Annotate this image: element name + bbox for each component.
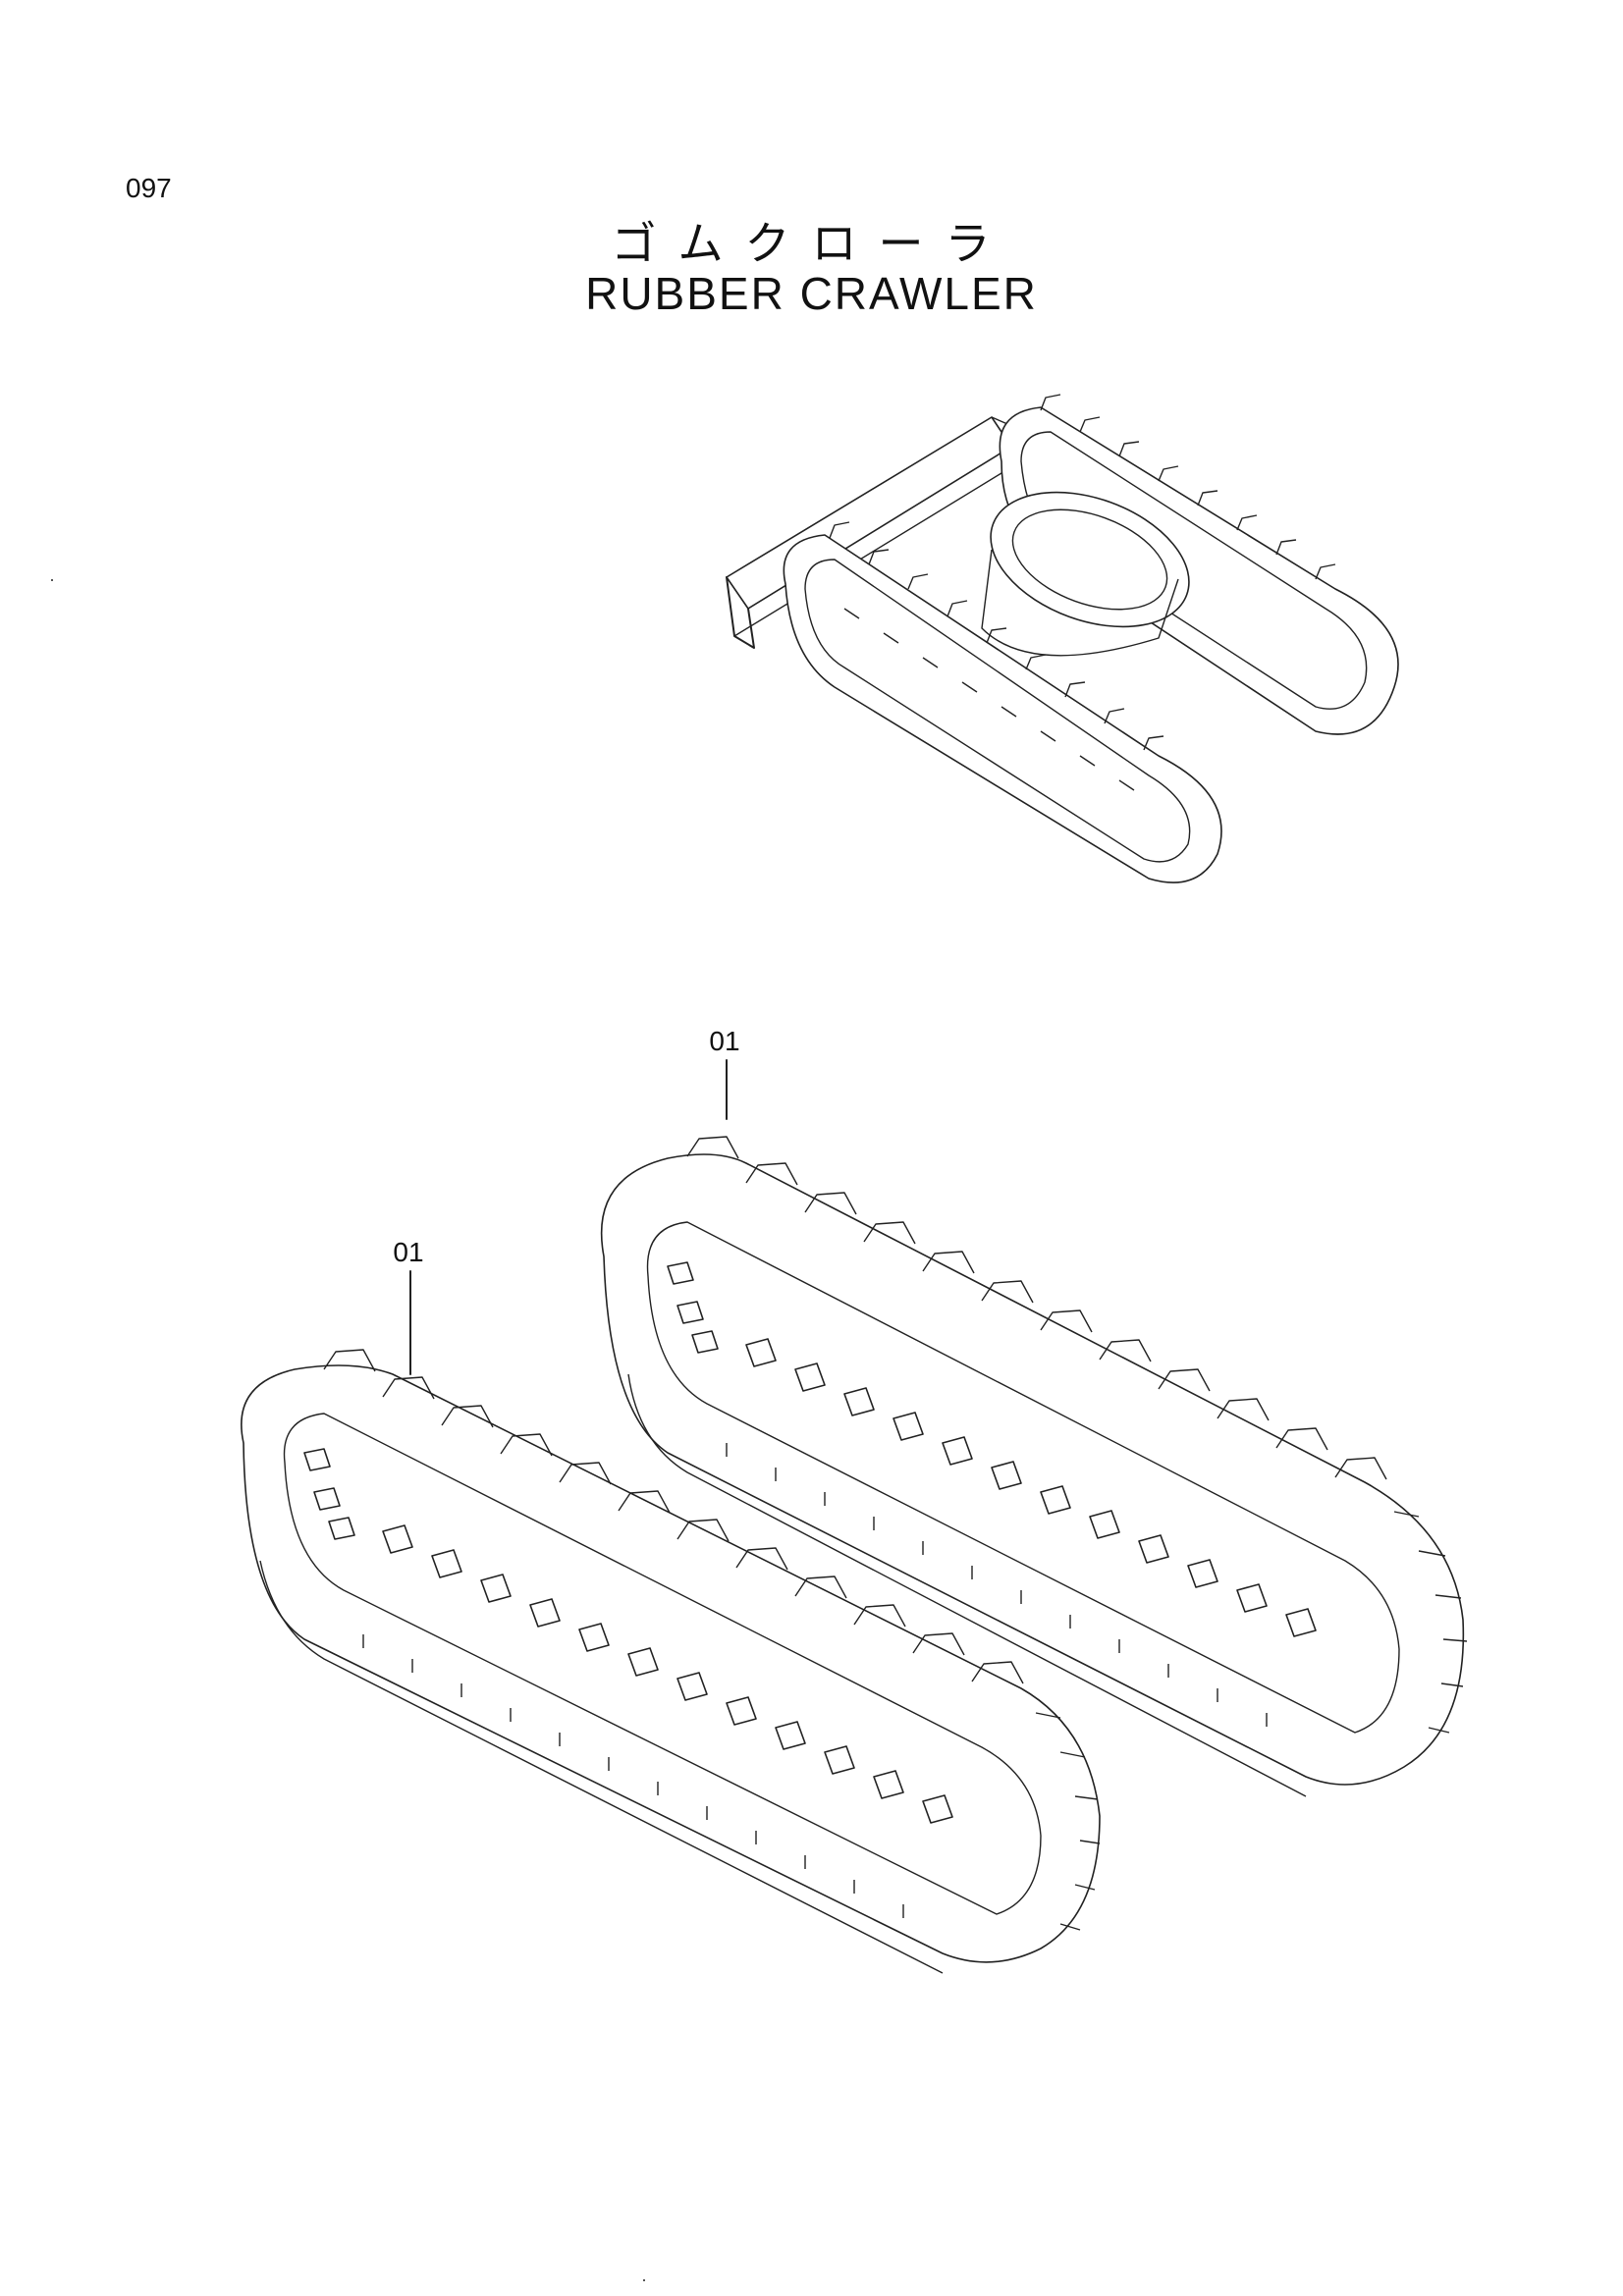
rubber-crawler-rear <box>600 1136 1468 1797</box>
front-track-overview <box>783 521 1222 883</box>
callout-rear-crawler: 01 <box>709 1026 740 1120</box>
undercarriage-overview-illustration <box>726 394 1399 883</box>
rubber-crawler-front <box>241 1349 1101 1974</box>
scan-speck <box>643 2279 645 2281</box>
callout-label: 01 <box>393 1237 423 1267</box>
callout-label: 01 <box>709 1026 739 1056</box>
scan-speck <box>51 579 53 581</box>
page-number: 097 <box>126 173 172 203</box>
page-title-english: RUBBER CRAWLER <box>585 268 1038 319</box>
callout-front-crawler: 01 <box>393 1237 424 1375</box>
page-title-japanese: ゴムクローラ <box>611 217 1012 270</box>
